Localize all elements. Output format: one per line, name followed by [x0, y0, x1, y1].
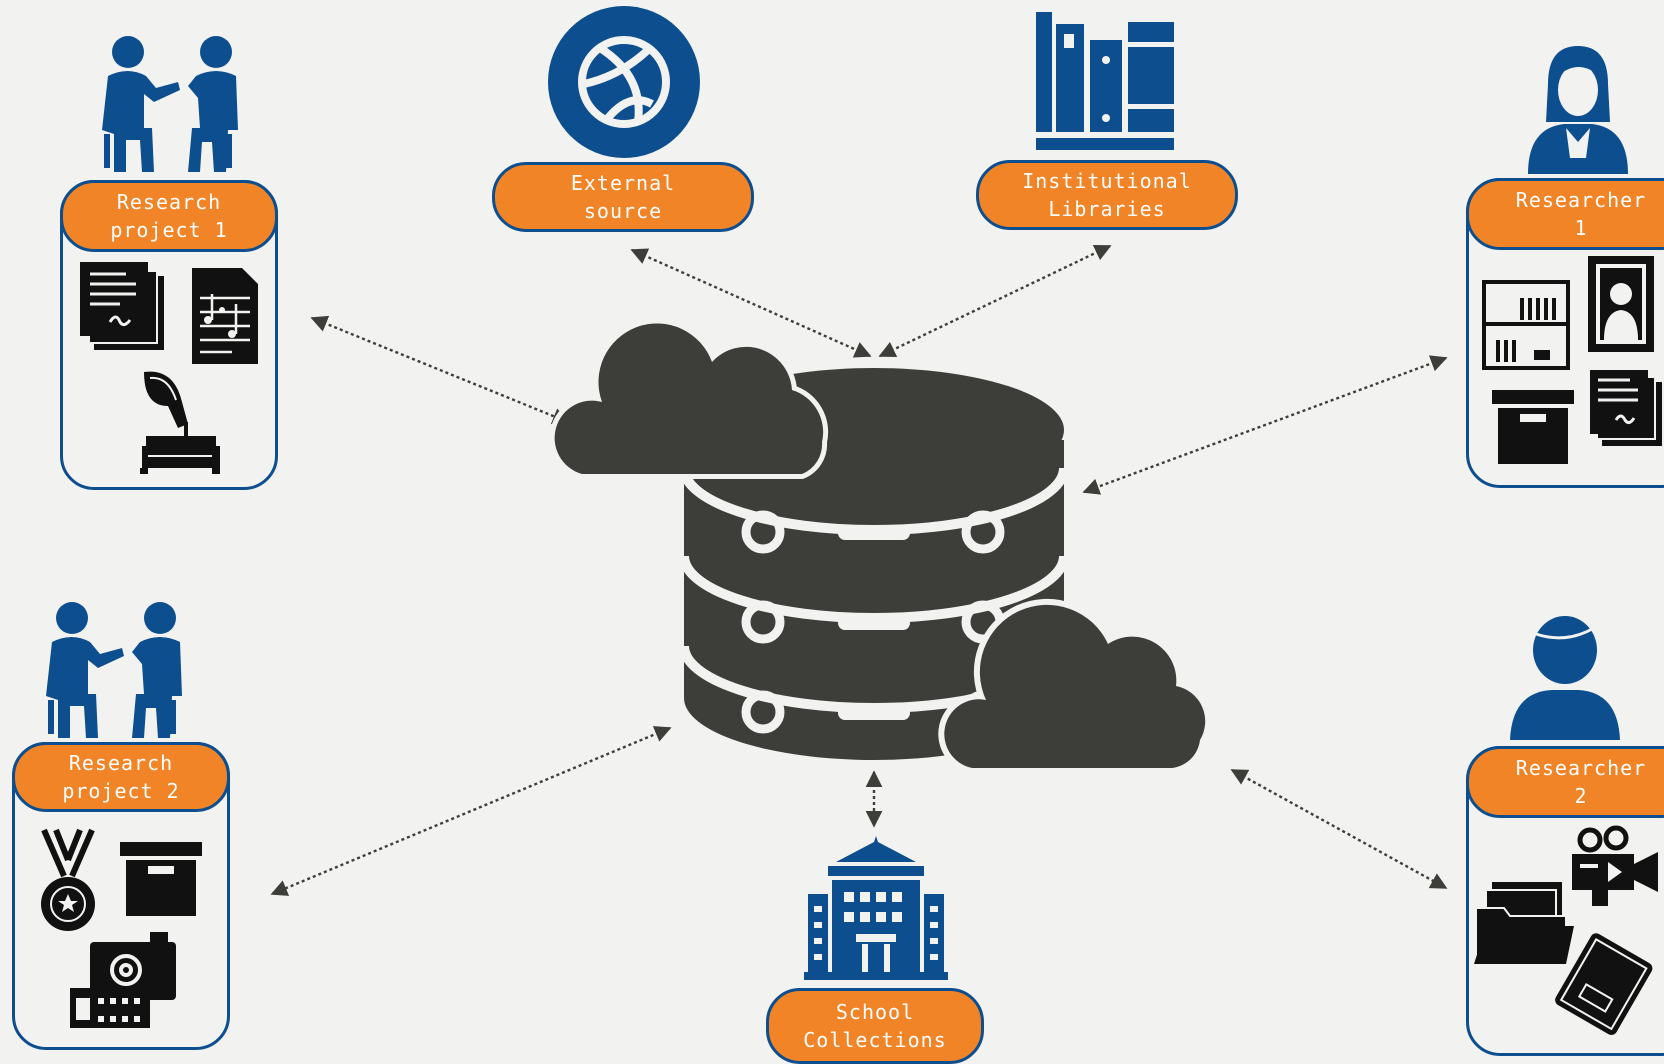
connector-researcher-1 — [1082, 355, 1448, 495]
archive-box-icon — [120, 842, 202, 916]
cloud-database-icon — [549, 318, 1212, 774]
school-building-icon — [804, 836, 948, 980]
documents-stack-icon — [80, 262, 164, 350]
label-line-1: Researcher — [1515, 188, 1647, 212]
globe-icon — [548, 6, 700, 158]
sheet-music-icon — [192, 268, 258, 364]
documents-stack-icon — [1590, 370, 1662, 446]
archive-box-icon — [1492, 390, 1574, 464]
man-avatar-icon — [1510, 616, 1620, 740]
researcher-2-label[interactable]: Researcher 2 — [1466, 746, 1664, 818]
framed-portrait-icon — [1588, 256, 1654, 352]
notebook-icon — [1555, 933, 1653, 1035]
label-line-1: External — [570, 171, 676, 195]
medal-icon — [41, 828, 95, 931]
label-line-2: 2 — [1574, 784, 1588, 808]
video-camera-icon — [1572, 825, 1658, 906]
two-people-meeting-icon — [46, 602, 182, 738]
bookshelf-icon — [1482, 280, 1570, 370]
research-project-1-label[interactable]: Research project 1 — [60, 180, 278, 252]
folders-icon — [1474, 882, 1574, 965]
label-line-2: Libraries — [1048, 197, 1166, 221]
camera-film-icon — [70, 932, 176, 1028]
label-line-2: 1 — [1574, 216, 1588, 240]
label-line-2: source — [583, 199, 663, 223]
books-icon — [1036, 12, 1174, 150]
connector-research-project-1 — [310, 315, 570, 425]
school-collections-label[interactable]: School Collections — [766, 988, 984, 1064]
woman-avatar-icon — [1528, 46, 1628, 174]
label-line-2: project 2 — [62, 779, 180, 803]
label-line-2: project 1 — [110, 218, 228, 242]
research-project-2-label[interactable]: Research project 2 — [12, 742, 230, 812]
researcher-1-label[interactable]: Researcher 1 — [1466, 178, 1664, 250]
connector-researcher-2 — [1230, 768, 1448, 890]
connector-external-source — [630, 248, 872, 358]
label-line-1: School — [835, 1000, 915, 1024]
label-line-1: Researcher — [1515, 756, 1647, 780]
label-line-2: Collections — [803, 1028, 947, 1052]
gramophone-icon — [140, 371, 220, 474]
external-source-label[interactable]: External source — [492, 162, 754, 232]
label-line-1: Research — [68, 751, 174, 775]
label-line-1: Institutional — [1022, 169, 1192, 193]
institutional-libraries-label[interactable]: Institutional Libraries — [976, 160, 1238, 230]
label-line-1: Research — [116, 190, 222, 214]
connector-institutional-libraries — [878, 244, 1112, 358]
two-people-meeting-icon — [102, 36, 238, 172]
